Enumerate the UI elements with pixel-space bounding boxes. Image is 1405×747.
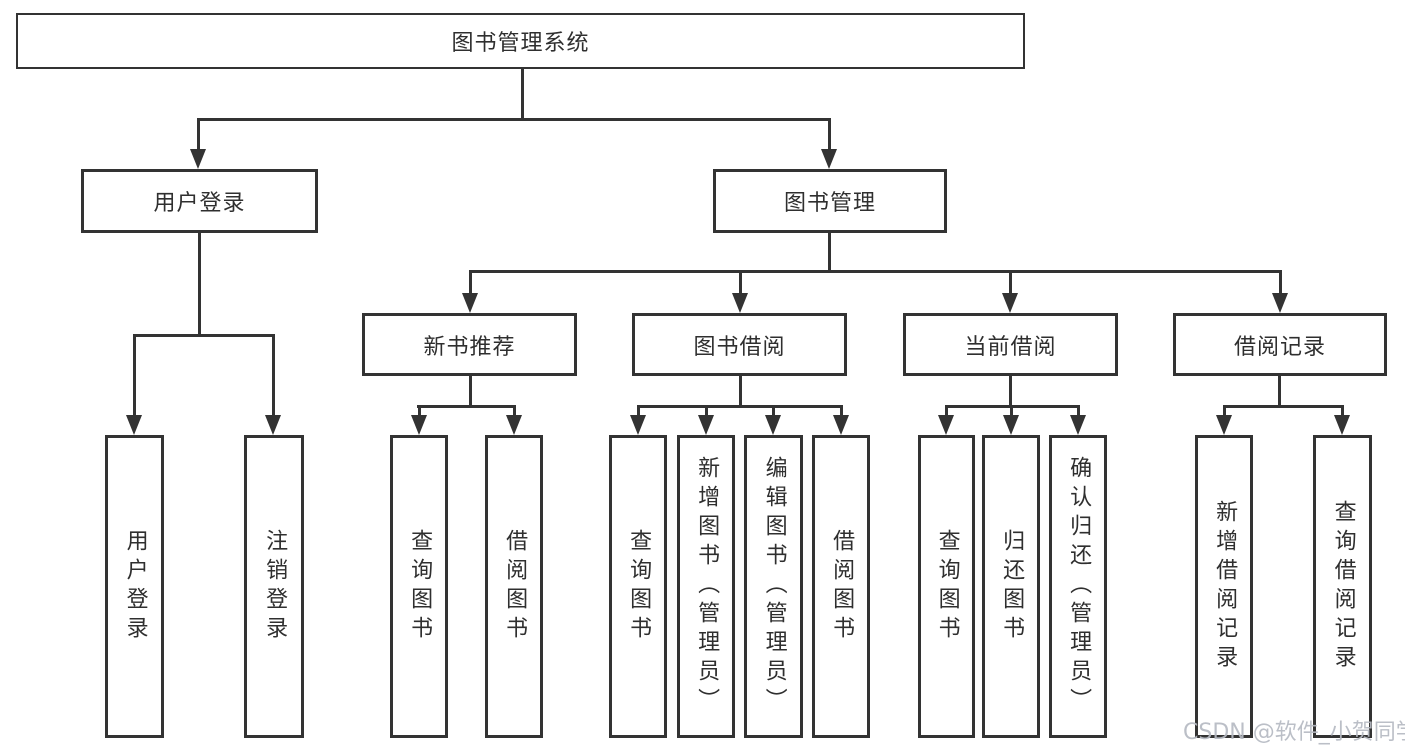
connector-to-current-borrowing: [1009, 270, 1012, 295]
leaf-label: 借阅图书: [502, 528, 528, 645]
node-label: 图书管理系统: [451, 31, 590, 56]
connector-to-leaf: [1341, 405, 1344, 417]
arrowhead-down-icon: [765, 415, 781, 435]
leaf-label: 查询图书: [626, 528, 652, 645]
leaf-return-books: 归还图书: [982, 435, 1040, 738]
arrowhead-down-icon: [1002, 293, 1018, 313]
connector-records-stem: [1278, 376, 1281, 407]
arrowhead-down-icon: [698, 415, 714, 435]
arrowhead-down-icon: [938, 415, 954, 435]
node-root-library-system: 图书管理系统: [16, 13, 1025, 69]
connector-to-new-book-recommend: [469, 270, 472, 295]
connector-to-user-login: [197, 118, 200, 151]
connector-to-leaf: [1223, 405, 1226, 417]
connector-user-login-stem: [198, 233, 201, 336]
arrowhead-down-icon: [1070, 415, 1086, 435]
connector-current-stem: [1009, 376, 1012, 407]
connector-to-leaf: [840, 405, 843, 417]
connector-to-book-borrowing: [739, 270, 742, 295]
arrowhead-down-icon: [265, 415, 281, 435]
arrowhead-down-icon: [630, 415, 646, 435]
leaf-label: 查询图书: [934, 528, 960, 645]
arrowhead-down-icon: [126, 415, 142, 435]
node-new-book-recommend: 新书推荐: [362, 313, 577, 376]
node-book-borrowing: 图书借阅: [632, 313, 847, 376]
connector-user-login-rail: [133, 334, 275, 337]
connector-book-management-stem: [828, 233, 831, 272]
arrowhead-down-icon: [506, 415, 522, 435]
leaf-label: 编辑图书（管理员）: [761, 456, 787, 717]
arrowhead-down-icon: [1272, 293, 1288, 313]
connector-to-leaf-logout: [272, 334, 275, 417]
connector-book-management-rail: [469, 270, 1282, 273]
arrowhead-down-icon: [1003, 415, 1019, 435]
arrowhead-down-icon: [833, 415, 849, 435]
node-book-management: 图书管理: [713, 169, 947, 233]
node-label: 图书借阅: [693, 334, 786, 360]
leaf-label: 注销登录: [262, 528, 288, 645]
node-user-login: 用户登录: [81, 169, 318, 233]
arrowhead-down-icon: [732, 293, 748, 313]
leaf-label: 用户登录: [122, 528, 148, 645]
leaf-label: 新增借阅记录: [1212, 499, 1238, 674]
node-label: 借阅记录: [1233, 334, 1326, 360]
node-borrowing-records: 借阅记录: [1173, 313, 1387, 376]
csdn-watermark: CSDN @软件_小贺同学: [1183, 720, 1405, 745]
connector-to-leaf: [637, 405, 640, 417]
node-current-borrowing: 当前借阅: [903, 313, 1118, 376]
leaf-edit-books-admin: 编辑图书（管理员）: [744, 435, 803, 738]
connector-new-book-stem: [469, 376, 472, 407]
connector-records-rail: [1223, 405, 1344, 408]
connector-to-leaf: [513, 405, 516, 417]
connector-new-book-rail: [417, 405, 516, 408]
leaf-label: 借阅图书: [829, 528, 855, 645]
leaf-user-login: 用户登录: [105, 435, 164, 738]
leaf-query-books-recommend: 查询图书: [390, 435, 448, 738]
leaf-borrow-books-recommend: 借阅图书: [485, 435, 543, 738]
leaf-label: 查询图书: [407, 528, 433, 645]
node-label: 当前借阅: [964, 334, 1057, 360]
connector-root-rail: [197, 118, 831, 121]
connector-to-leaf: [418, 405, 421, 417]
node-label: 图书管理: [783, 191, 876, 216]
leaf-query-books-borrowing: 查询图书: [609, 435, 667, 738]
leaf-label: 查询借阅记录: [1330, 499, 1356, 674]
leaf-add-books-admin: 新增图书（管理员）: [677, 435, 735, 738]
leaf-query-books-current: 查询图书: [918, 435, 975, 738]
leaf-label: 新增图书（管理员）: [694, 456, 720, 717]
connector-to-leaf: [772, 405, 775, 417]
connector-borrowing-rail: [637, 405, 842, 408]
connector-to-leaf: [945, 405, 948, 417]
leaf-query-borrow-record: 查询借阅记录: [1313, 435, 1372, 738]
arrowhead-down-icon: [462, 293, 478, 313]
leaf-add-borrow-record: 新增借阅记录: [1195, 435, 1253, 738]
arrowhead-down-icon: [190, 149, 206, 169]
connector-to-leaf: [705, 405, 708, 417]
connector-to-book-management: [828, 118, 831, 151]
connector-borrowing-stem: [739, 376, 742, 407]
leaf-borrow-books-borrowing: 借阅图书: [812, 435, 870, 738]
leaf-label: 归还图书: [999, 528, 1025, 645]
node-label: 新书推荐: [423, 334, 516, 360]
leaf-logout: 注销登录: [244, 435, 304, 738]
leaf-confirm-return-admin: 确认归还（管理员）: [1049, 435, 1107, 738]
connector-to-leaf: [1010, 405, 1013, 417]
arrowhead-down-icon: [1334, 415, 1350, 435]
arrowhead-down-icon: [411, 415, 427, 435]
connector-to-borrowing-records: [1279, 270, 1282, 295]
arrowhead-down-icon: [821, 149, 837, 169]
connector-root-stem: [521, 69, 524, 120]
connector-to-leaf-user-login: [133, 334, 136, 417]
arrowhead-down-icon: [1216, 415, 1232, 435]
node-label: 用户登录: [153, 191, 246, 216]
connector-to-leaf: [1077, 405, 1080, 417]
leaf-label: 确认归还（管理员）: [1066, 456, 1092, 717]
